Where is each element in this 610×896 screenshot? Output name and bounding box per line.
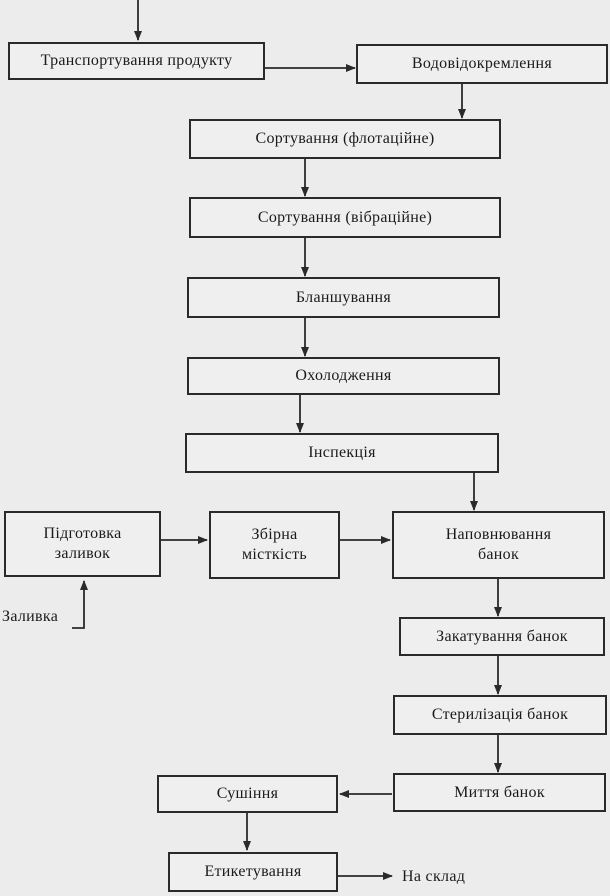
arrow-zalyvka-to-prep (72, 580, 88, 629)
node-label: Водовідокремлення (411, 55, 553, 72)
node-label: Стерилізація банок (431, 706, 569, 723)
node-collector: Збірна місткість (209, 511, 340, 579)
node-drying: Сушіння (157, 775, 338, 813)
node-label: Інспекція (308, 444, 376, 461)
node-label: Підготовка заливок (43, 525, 122, 562)
node-label: Етикетування (204, 863, 302, 880)
node-label: Наповнювання банок (445, 526, 552, 563)
node-filling: Наповнювання банок (392, 511, 605, 579)
label-warehouse: На склад (402, 868, 466, 885)
node-labeling: Етикетування (168, 852, 338, 892)
node-prep-fillings: Підготовка заливок (4, 511, 161, 577)
node-inspection: Інспекція (185, 433, 499, 473)
node-sort-vibration: Сортування (вібраційне) (189, 197, 501, 238)
node-label: Сортування (вібраційне) (257, 208, 433, 226)
node-sort-flotation: Сортування (флотаційне) (189, 119, 501, 159)
node-label: Сортування (флотаційне) (255, 130, 435, 147)
node-label: Збірна місткість (242, 526, 307, 563)
node-label: Бланшування (295, 288, 392, 306)
node-sterilization: Стерилізація банок (393, 695, 607, 735)
node-blanching: Бланшування (187, 277, 500, 318)
node-transport: Транспортування продукту (8, 42, 265, 80)
node-water-separation: Водовідокремлення (356, 44, 608, 84)
node-label: Транспортування продукту (40, 52, 233, 69)
node-label: Охолодження (295, 367, 392, 384)
node-seaming: Закатування банок (399, 617, 605, 656)
node-label: Закатування банок (436, 627, 568, 645)
label-zalyvka: Заливка (2, 608, 59, 625)
node-label: Миття банок (454, 783, 545, 801)
node-label: Сушіння (216, 785, 279, 802)
node-cooling: Охолодження (187, 357, 500, 395)
node-washing: Миття банок (393, 773, 606, 812)
